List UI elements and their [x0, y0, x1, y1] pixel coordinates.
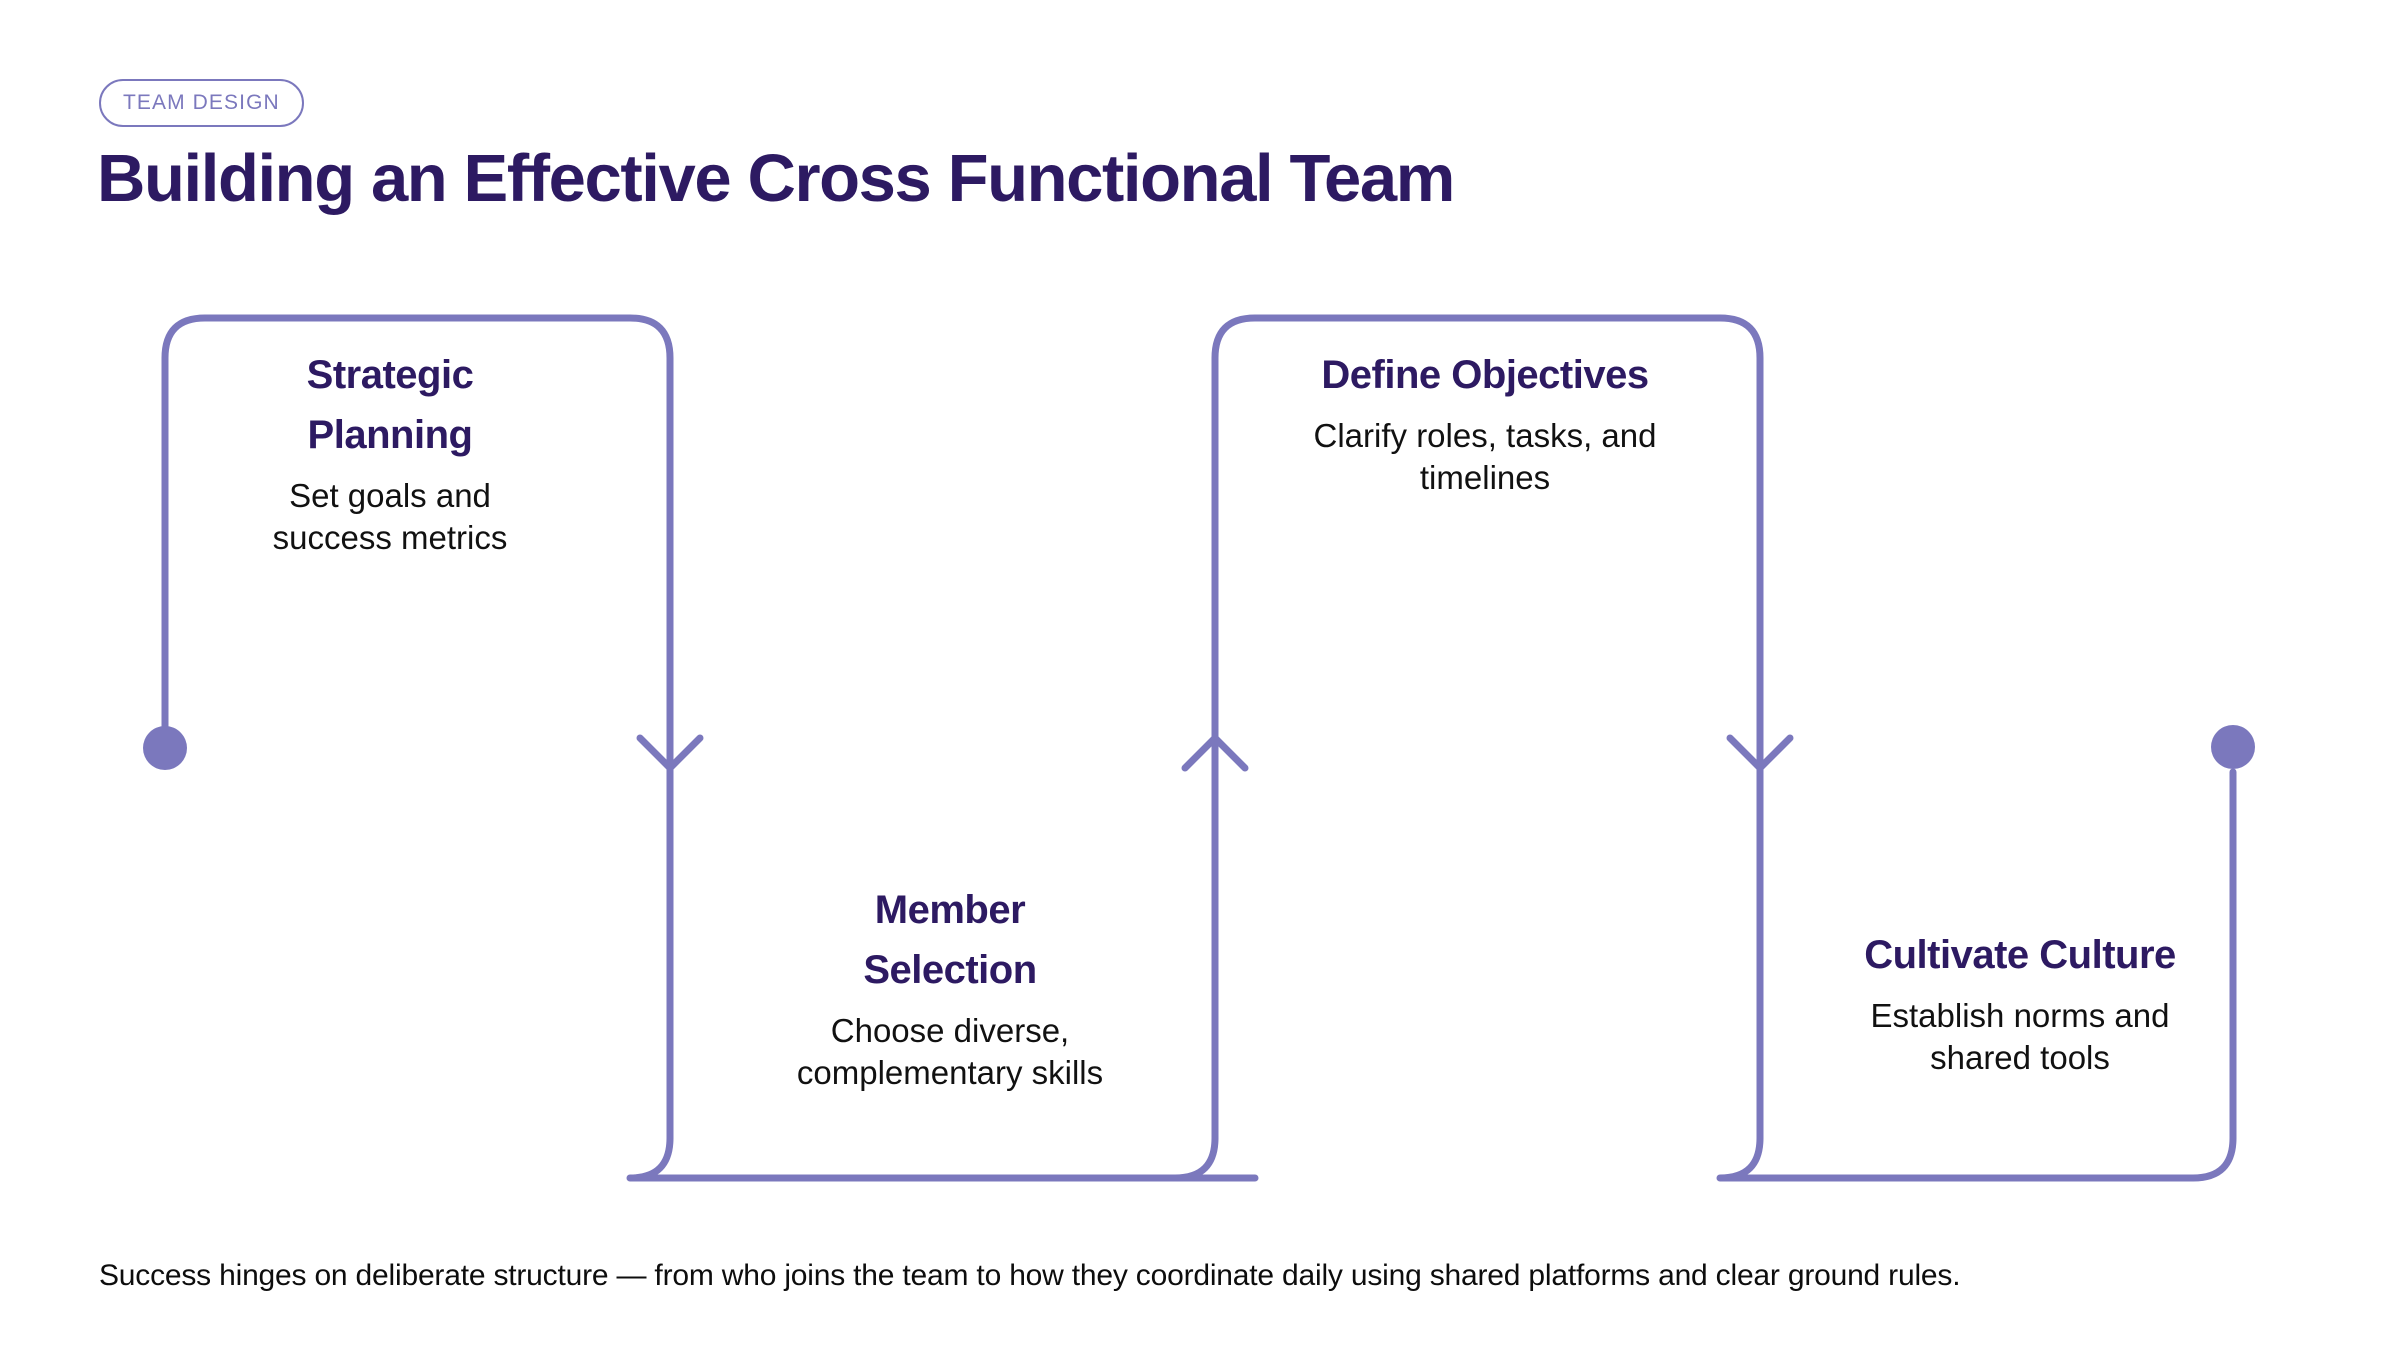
arrow-down-icon-1 — [636, 734, 704, 772]
flow-step-description: Choose diverse, complementary skills — [796, 1012, 1104, 1091]
category-badge: TEAM DESIGN — [99, 79, 304, 127]
page-title: Building an Effective Cross Functional T… — [97, 141, 1455, 216]
flow-step-description: Set goals and success metrics — [272, 477, 508, 556]
flow-path-corner-bottom-left-2 — [1171, 1134, 1219, 1182]
end-dot — [2211, 725, 2255, 769]
start-dot — [143, 726, 187, 770]
flow-step-description: Establish norms and shared tools — [1870, 997, 2170, 1076]
flow-step-cultivate-culture: Cultivate Culture Establish norms and sh… — [1855, 925, 2185, 1079]
flow-path-segment-1 — [161, 314, 1259, 1182]
flow-step-title: Strategic Planning — [306, 353, 474, 457]
flow-step-title: Cultivate Culture — [1864, 933, 2176, 977]
flow-path-segment-2 — [1211, 314, 2237, 1182]
flow-step-title: Member Selection — [863, 888, 1037, 992]
flow-step-title: Define Objectives — [1321, 353, 1649, 397]
flow-step-define-objectives: Define Objectives Clarify roles, tasks, … — [1295, 345, 1675, 499]
arrow-down-icon-2 — [1726, 734, 1794, 772]
flow-step-description: Clarify roles, tasks, and timelines — [1313, 417, 1657, 496]
arrow-up-icon-1 — [1181, 734, 1249, 772]
flow-step-member-selection: Member Selection Choose diverse, complem… — [790, 880, 1110, 1094]
footer-caption: Success hinges on deliberate structure —… — [99, 1259, 1961, 1292]
flow-step-strategic-planning: Strategic Planning Set goals and success… — [230, 345, 550, 559]
